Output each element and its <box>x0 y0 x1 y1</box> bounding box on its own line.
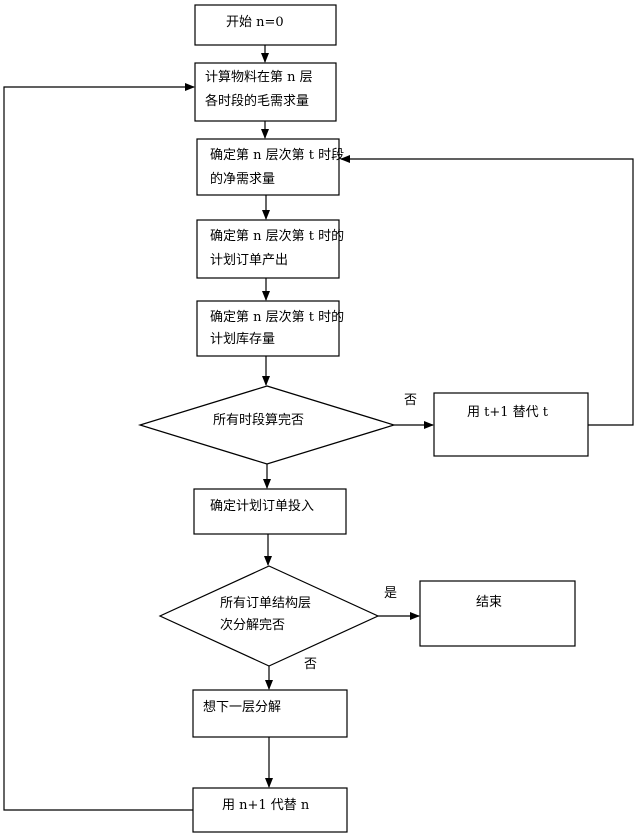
gross-requirement-line-1: 计算物料在第 n 层 <box>205 70 313 85</box>
no-label-levels: 否 <box>304 657 318 672</box>
gross-requirement-box <box>194 62 337 122</box>
order-release-box <box>193 488 347 535</box>
planned-order-output-label: 确定第 n 层次第 t 时的 计划订单产出 <box>210 227 344 271</box>
decision-all-periods-label: 所有时段算完否 <box>213 413 305 428</box>
replace-t-label: 用 t+1 替代 t <box>467 405 549 420</box>
replace-n-label: 用 n+1 代替 n <box>222 798 310 813</box>
net-requirement-box <box>196 138 340 196</box>
end-label: 结束 <box>476 595 503 610</box>
net-requirement-label: 确定第 n 层次第 t 时段 的净需求量 <box>210 146 344 190</box>
gross-requirement-label: 计算物料在第 n 层 各时段的毛需求量 <box>205 68 313 112</box>
loop-replace-n-to-gross <box>3 83 195 811</box>
planned-inventory-line-2: 计划库存量 <box>210 332 276 347</box>
planned-inventory-line-1: 确定第 n 层次第 t 时的 <box>210 310 345 325</box>
next-level-label: 想下一层分解 <box>203 700 282 715</box>
net-requirement-line-1: 确定第 n 层次第 t 时段 <box>210 148 345 163</box>
loop-replace-t-to-net <box>340 155 634 426</box>
replace-n-box <box>192 787 348 833</box>
gross-requirement-line-2: 各时段的毛需求量 <box>205 94 310 109</box>
no-label-periods: 否 <box>404 393 418 408</box>
end-box <box>419 580 576 647</box>
order-release-label: 确定计划订单投入 <box>210 499 315 514</box>
decision-all-levels-line-1: 所有订单结构层 <box>220 596 312 611</box>
planned-order-output-line-1: 确定第 n 层次第 t 时的 <box>210 229 345 244</box>
net-requirement-line-2: 的净需求量 <box>210 172 276 187</box>
planned-inventory-label: 确定第 n 层次第 t 时的 计划库存量 <box>210 308 344 350</box>
start-box <box>194 4 337 46</box>
planned-order-output-line-2: 计划订单产出 <box>210 253 289 268</box>
replace-t-box <box>433 392 589 457</box>
planned-order-output-box <box>196 219 340 279</box>
next-level-box <box>192 689 348 738</box>
decision-all-levels-line-2: 次分解完否 <box>220 618 286 633</box>
start-label: 开始 n=0 <box>226 15 284 30</box>
yes-label: 是 <box>384 586 398 601</box>
planned-inventory-box <box>196 300 340 357</box>
decision-all-levels-label: 所有订单结构层 次分解完否 <box>220 594 311 636</box>
